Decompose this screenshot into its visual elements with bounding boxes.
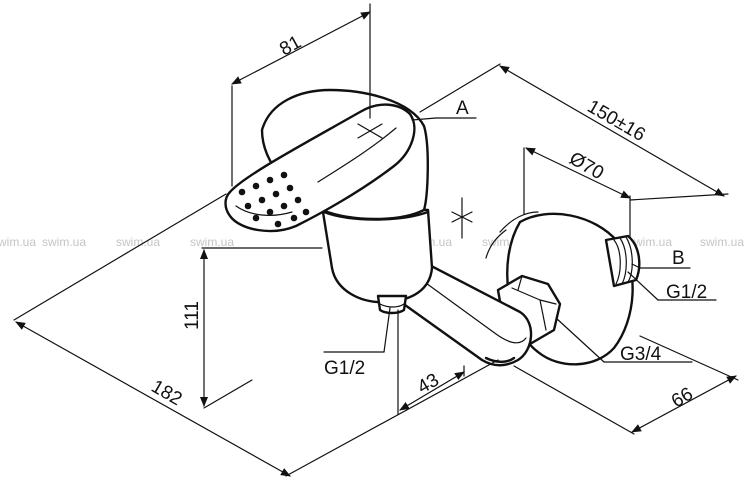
dim-length-overall: 150±16 xyxy=(584,96,649,146)
watermark-text: swim.ua xyxy=(42,235,86,249)
watermark-text: swim.ua xyxy=(628,235,672,249)
callout-b: B xyxy=(672,248,685,269)
centre-mark-cartridge xyxy=(357,123,383,139)
handle-grip-dots xyxy=(238,171,310,228)
callout-inlet-thread: G1/2 xyxy=(666,282,707,303)
callout-a: A xyxy=(456,98,469,119)
dim-width-top: 81 xyxy=(276,32,305,61)
watermark-text: swim.ua xyxy=(0,235,36,249)
watermark-text: swim.ua xyxy=(700,235,744,249)
callout-outlet-thread: G1/2 xyxy=(324,358,365,379)
centre-mark-outlet xyxy=(451,197,473,239)
callout-wall-thread: G3/4 xyxy=(620,344,662,365)
mixer-body xyxy=(224,88,641,367)
outlet-stub xyxy=(376,294,408,315)
dim-spout-offset: 43 xyxy=(414,370,443,399)
dim-height: 111 xyxy=(182,301,203,330)
watermark-text: swim.ua xyxy=(190,235,234,249)
watermark-text: swim.ua xyxy=(116,235,160,249)
dim-flange-depth: 66 xyxy=(668,384,697,413)
dim-diameter-flange: Ø70 xyxy=(566,148,608,184)
dimension-lines xyxy=(13,3,739,477)
wall-flange-rim xyxy=(499,211,539,233)
mixer-handle xyxy=(224,103,416,233)
dim-depth: 182 xyxy=(148,376,186,410)
